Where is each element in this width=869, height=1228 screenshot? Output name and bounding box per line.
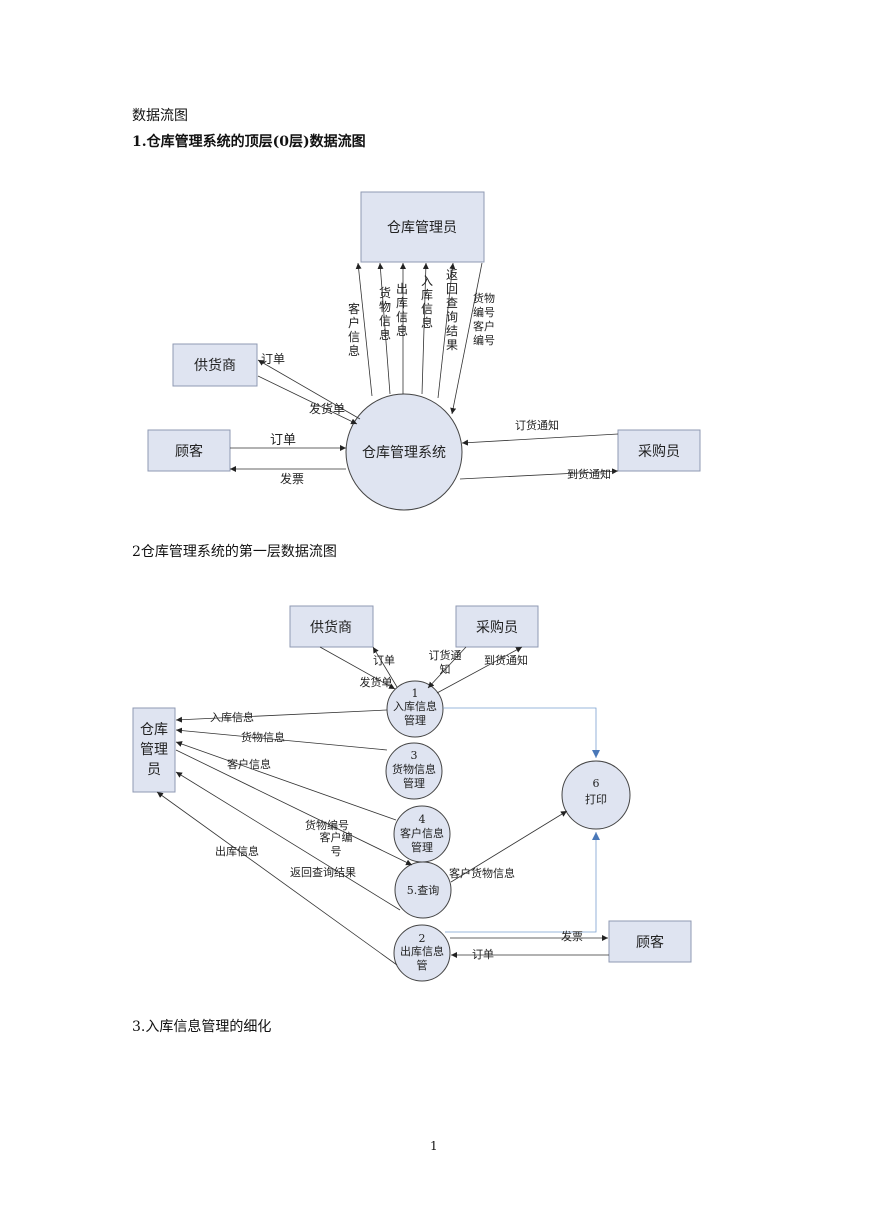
d1-label-invoice: 发票 [280,471,304,486]
d1-customer-entity [147,429,231,472]
d2-label-in-info: 入库信息 [210,710,254,724]
d2-label-cust-no-b: 号 [331,845,342,858]
d2-process-2 [393,924,451,982]
section2-title: 2仓库管理系统的第一层数据流图 [132,544,337,560]
d2-label-query-result: 返回查询结果 [290,865,356,879]
d1-label-arrival-notice: 到货通知 [567,467,611,481]
d2-label-delivery-note: 发货单 [360,675,393,689]
d2-label-invoice: 发票 [561,929,583,943]
d2-p4-num: 4 [419,813,426,826]
d2-admin-entity [132,707,176,793]
d2-flow-p2-to-print [445,832,600,933]
d2-label-cust-goods-info: 客户货物信息 [449,866,515,880]
d1-flow-goods-cust-no [450,262,483,415]
d2-p3-name-a: 货物信息 [392,762,436,776]
d2-supplier-entity [289,605,374,648]
d2-label-order2: 订单 [472,948,494,961]
section1-title: 1.仓库管理系统的顶层(0层)数据流图 [132,134,366,150]
d2-p6-num: 6 [593,777,600,790]
d2-p1-name-b: 管理 [404,713,426,727]
d2-process-1 [386,680,444,738]
d1-supplier-label: 供货商 [194,357,236,374]
d1-flow-order-notice [461,433,619,446]
d1-flow-order-supplier [257,359,361,420]
d2-flow-arrival-notice [436,646,523,694]
d2-customer-label: 顾客 [636,934,664,951]
d2-p1-name-a: 入库信息 [393,699,437,713]
d2-label-out-info: 出库信息 [215,844,259,858]
d2-flow-out-info [156,791,398,966]
d2-flow-goods-cust-no [175,749,413,866]
d1-system-label: 仓库管理系统 [362,445,446,461]
d2-label-order: 订单 [373,654,395,667]
d1-label-order-notice: 订货通知 [515,418,559,432]
d1-customer-label: 顾客 [175,443,203,460]
d2-flow-goods-info [175,727,388,751]
d1-flow-delivery-note [257,375,358,425]
d2-p3-num: 3 [411,749,418,762]
d1-flow-query-result [437,262,456,399]
d1-flow-in-info [421,262,429,395]
section3-title: 3.入库信息管理的细化 [132,1019,272,1035]
d1-label-goods-info: 货物信息 [379,285,391,342]
d2-flow-p1-to-print [443,707,600,758]
d2-label-cust-info: 客户信息 [227,757,271,771]
d1-label-delivery-note: 发货单 [309,401,345,416]
d1-admin-label: 仓库管理员 [387,220,457,236]
d2-process-3 [385,742,443,800]
d1-label-cust-info: 客户信息 [348,301,360,358]
d2-label-goods-info: 货物信息 [241,730,285,744]
d1-label-query-result: 返回查询结果 [446,268,458,352]
d2-flow-cust-goods-info [450,810,568,883]
d2-purchaser-entity [455,605,539,648]
d1-label-out-info: 出库信息 [396,282,408,338]
d1-admin-entity [360,191,485,263]
d2-p3-name-b: 管理 [403,776,425,790]
d2-label-order-notice-b: 知 [440,662,451,676]
d2-admin-label: 仓库管理员 [140,722,168,778]
d2-p2-num: 2 [419,932,426,945]
d1-purchaser-label: 采购员 [638,444,680,460]
d2-p1-num: 1 [412,687,419,700]
d2-flow-delivery-note [319,646,396,690]
d2-flow-cust-info [175,741,397,821]
diagram-1: 仓库管理员 供货商 顾客 采购员 仓库管理系统 客户信息 货物信息 [147,191,701,511]
d2-label-cust-no-a: 客户编 [320,830,353,844]
d1-flow-cust-info [355,262,373,397]
d1-system-process [345,393,463,511]
doc-heading: 数据流图 [132,108,188,124]
d2-p4-name-a: 客户信息 [400,826,444,840]
d1-flow-goods-info [377,262,391,395]
d2-flow-query-result [175,771,401,911]
d1-label-in-info: 入库信息 [421,274,433,330]
d1-label-goods-cust-no: 货物编号客户编号 [473,291,495,347]
diagram-2: 供货商 采购员 仓库管理员 顾客 1 入库信息 管理 3 货物信息 管理 4 客… [132,605,692,982]
d1-supplier-entity [172,343,258,387]
d2-p4-name-b: 管理 [411,840,433,854]
d1-label-order-supplier: 订单 [261,352,285,366]
d1-flow-arrival-notice [459,468,619,480]
d2-label-goods-no: 货物编号 [305,818,349,832]
d2-supplier-label: 供货商 [310,619,352,636]
d2-flow-order-notice [427,646,467,689]
d2-p5-name: 5.查询 [407,883,440,897]
page-number: 1 [430,1139,438,1153]
d1-label-order-customer: 订单 [270,433,296,448]
d2-label-order-notice-a: 订货通 [429,648,462,662]
d2-purchaser-label: 采购员 [476,620,518,636]
d2-flow-order [372,646,398,688]
d2-label-arrival-notice: 到货通知 [484,653,528,667]
d2-p2-name-a: 出库信息 [400,944,444,958]
d2-process-6 [561,760,631,830]
d2-customer-entity [608,920,692,963]
d1-purchaser-entity [617,429,701,472]
d2-flow-in-info [175,709,388,723]
d2-p6-name: 打印 [585,792,607,806]
d2-p2-name-b: 管 [417,958,428,972]
d2-process-5 [394,861,452,919]
